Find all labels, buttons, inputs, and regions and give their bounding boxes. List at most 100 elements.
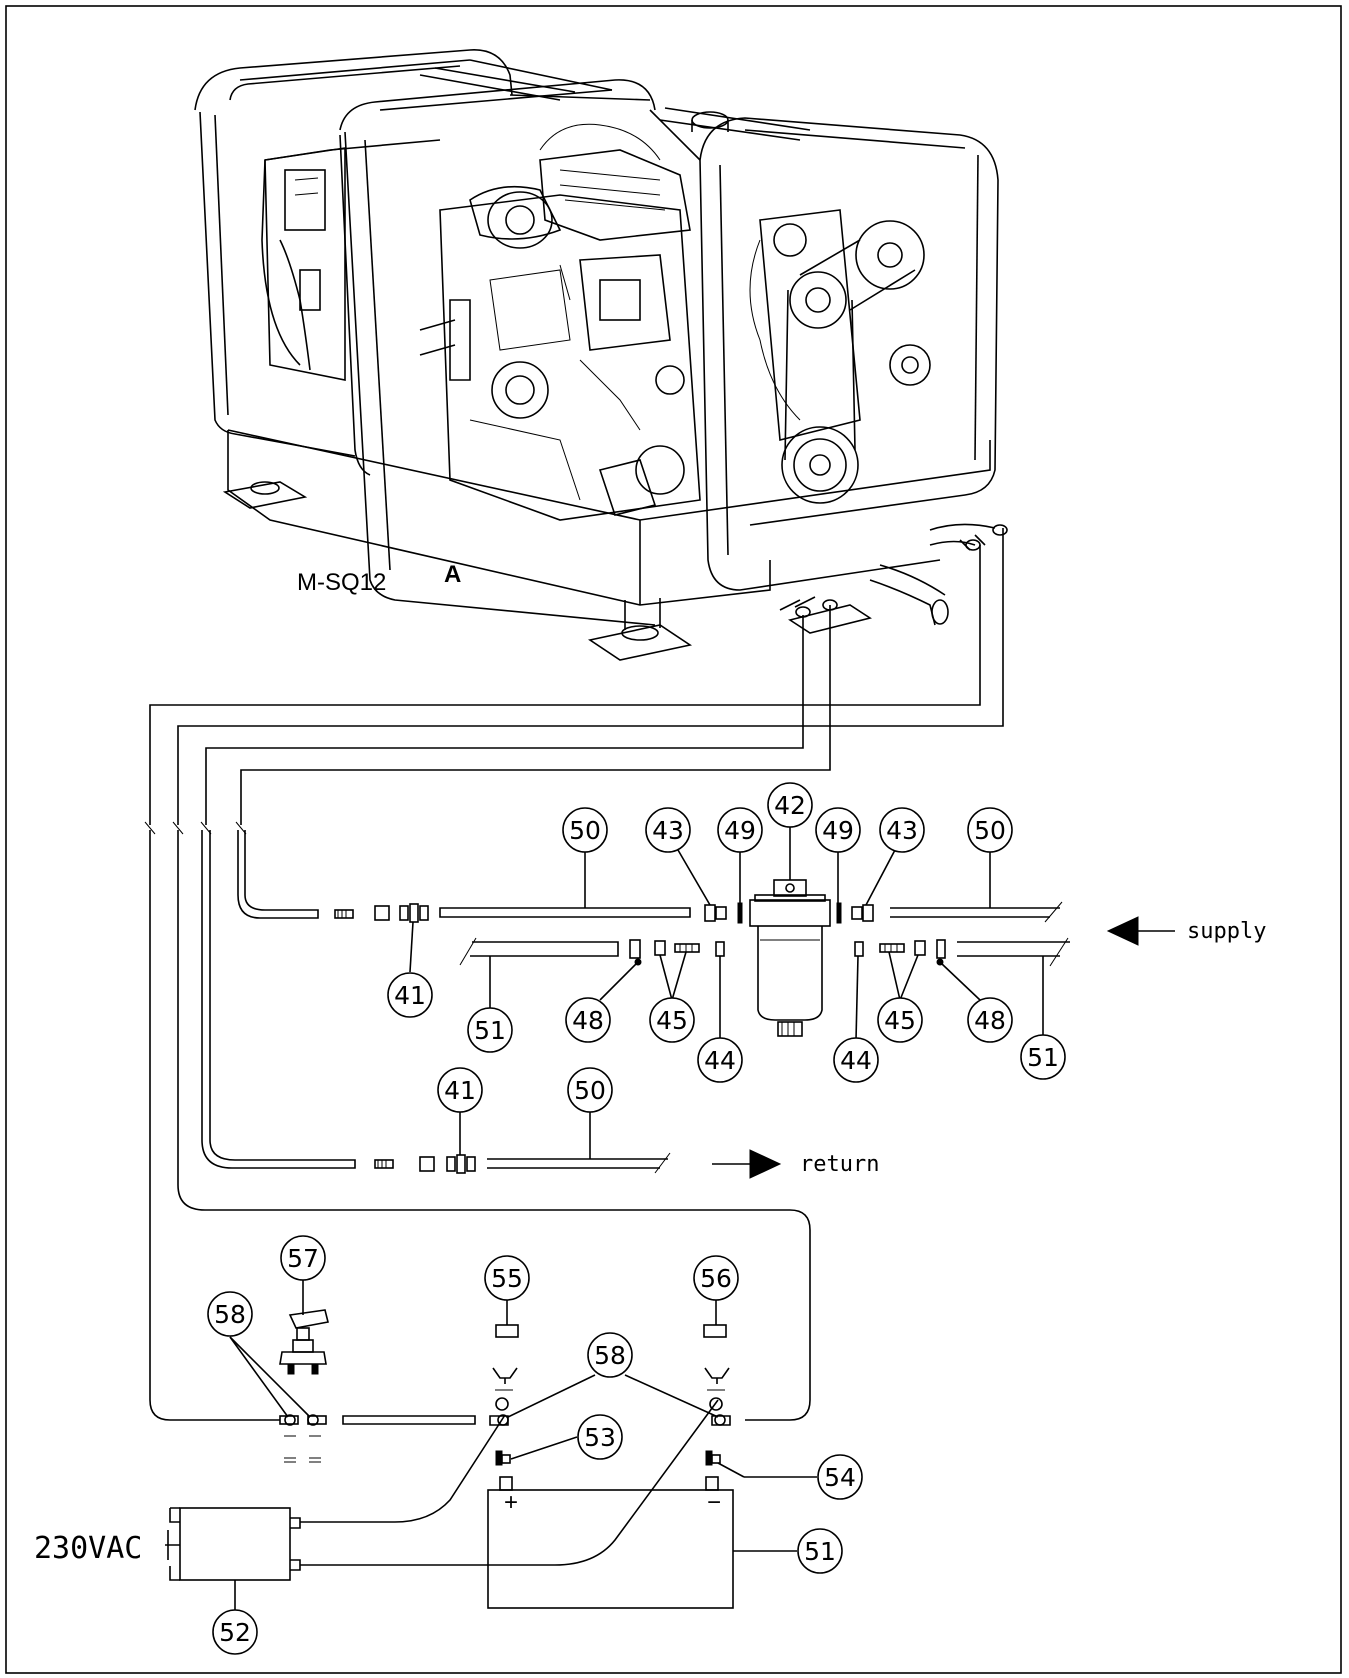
belt-drive	[749, 209, 931, 504]
return-label: return	[800, 1152, 879, 1177]
leader-line	[717, 1462, 745, 1478]
callout-circle	[717, 807, 763, 853]
callout-50: 50	[967, 807, 1013, 908]
callout-number: 51	[804, 1537, 836, 1566]
callout-number: 42	[774, 791, 806, 820]
callout-51: 51	[733, 1528, 843, 1574]
callout-56: 56	[693, 1255, 739, 1325]
callout-circle	[817, 1454, 863, 1500]
fitting-43-right	[851, 904, 874, 922]
supply-arrow	[1106, 916, 1175, 946]
callout-50: 50	[562, 807, 608, 908]
callout-circle	[767, 782, 813, 828]
power-label: 230VAC	[34, 1531, 142, 1566]
battery-positive: +	[504, 1489, 518, 1516]
callout-circle	[467, 1007, 513, 1053]
washer-49-left	[737, 902, 743, 924]
callout-number: 57	[287, 1244, 319, 1273]
callout-45: 45	[649, 951, 695, 1043]
callout-circle	[649, 997, 695, 1043]
callout-49: 49	[815, 807, 861, 903]
part-44-right	[854, 941, 864, 957]
callout-number: 41	[444, 1076, 476, 1105]
callout-number: 48	[974, 1006, 1006, 1035]
callout-number: 43	[652, 816, 684, 845]
callout-circle	[565, 997, 611, 1043]
callout-circle	[797, 1528, 843, 1574]
leader-line	[599, 963, 637, 1001]
leader-line	[507, 1374, 596, 1418]
leader-line	[510, 1436, 578, 1460]
callout-52: 52	[212, 1580, 258, 1655]
fuel-filter	[749, 879, 831, 1037]
callout-number: 56	[700, 1264, 732, 1293]
callout-number: 52	[219, 1618, 251, 1647]
callout-44: 44	[697, 956, 743, 1083]
callout-48: 48	[941, 963, 1013, 1043]
callout-circle	[484, 1255, 530, 1301]
positive-terminal-stack	[489, 1324, 519, 1466]
leader-line	[409, 921, 414, 973]
battery-switch	[279, 1309, 329, 1375]
lugs-left	[279, 1414, 327, 1463]
callout-circle	[967, 997, 1013, 1043]
callout-number: 58	[594, 1341, 626, 1370]
callout-circle	[645, 807, 691, 853]
supply-line	[334, 901, 1063, 924]
part-48-right	[936, 939, 946, 959]
callout-48: 48	[565, 963, 637, 1043]
callout-number: 54	[824, 1463, 856, 1492]
charger-wire-positive	[300, 1414, 506, 1523]
callout-51: 51	[1020, 956, 1066, 1080]
callout-number: 55	[491, 1264, 523, 1293]
mount-foot-left	[222, 481, 308, 509]
callout-number: 44	[704, 1046, 736, 1075]
callout-53: 53	[510, 1414, 623, 1460]
model-label: M-SQ12	[297, 569, 386, 596]
leader-line	[888, 951, 901, 1001]
engine-block	[419, 111, 729, 521]
callout-50: 50	[567, 1067, 613, 1159]
callout-number: 50	[974, 816, 1006, 845]
callout-43: 43	[645, 807, 711, 906]
leader-line	[865, 849, 896, 906]
callout-number: 49	[724, 816, 756, 845]
callout-circle	[207, 1291, 253, 1337]
callout-49: 49	[717, 807, 763, 903]
filter-drain-parts	[459, 937, 1070, 967]
callout-circle	[212, 1609, 258, 1655]
part-48-left	[629, 939, 641, 959]
callout-circle	[437, 1067, 483, 1113]
callout-number: 41	[394, 981, 426, 1010]
callout-circle	[879, 807, 925, 853]
fitting-43-left	[704, 904, 727, 922]
callout-58: 58	[207, 1291, 311, 1418]
callout-51: 51	[467, 956, 513, 1053]
battery-charger	[165, 1507, 301, 1581]
callout-circle	[877, 997, 923, 1043]
callout-58: 58	[507, 1332, 719, 1418]
callout-circle	[587, 1332, 633, 1378]
leader-line	[677, 849, 711, 906]
part-44-left	[715, 941, 725, 957]
leader-line	[671, 951, 687, 1001]
model-mark: A	[444, 561, 461, 588]
callout-circle	[577, 1414, 623, 1460]
callout-number: 43	[886, 816, 918, 845]
callout-circle	[562, 807, 608, 853]
callout-number: 49	[822, 816, 854, 845]
callout-number: 58	[214, 1300, 246, 1329]
clamp	[374, 905, 390, 921]
charger-wire-negative	[300, 1399, 719, 1566]
callout-circle	[693, 1255, 739, 1301]
routing-lines	[144, 528, 1004, 1421]
return-arrow	[712, 1149, 782, 1179]
page-border	[5, 5, 1342, 1674]
return-line	[374, 1152, 671, 1174]
callout-42: 42	[767, 782, 813, 880]
leader-line	[941, 963, 981, 1001]
callout-number: 48	[572, 1006, 604, 1035]
callout-41: 41	[437, 1067, 483, 1155]
